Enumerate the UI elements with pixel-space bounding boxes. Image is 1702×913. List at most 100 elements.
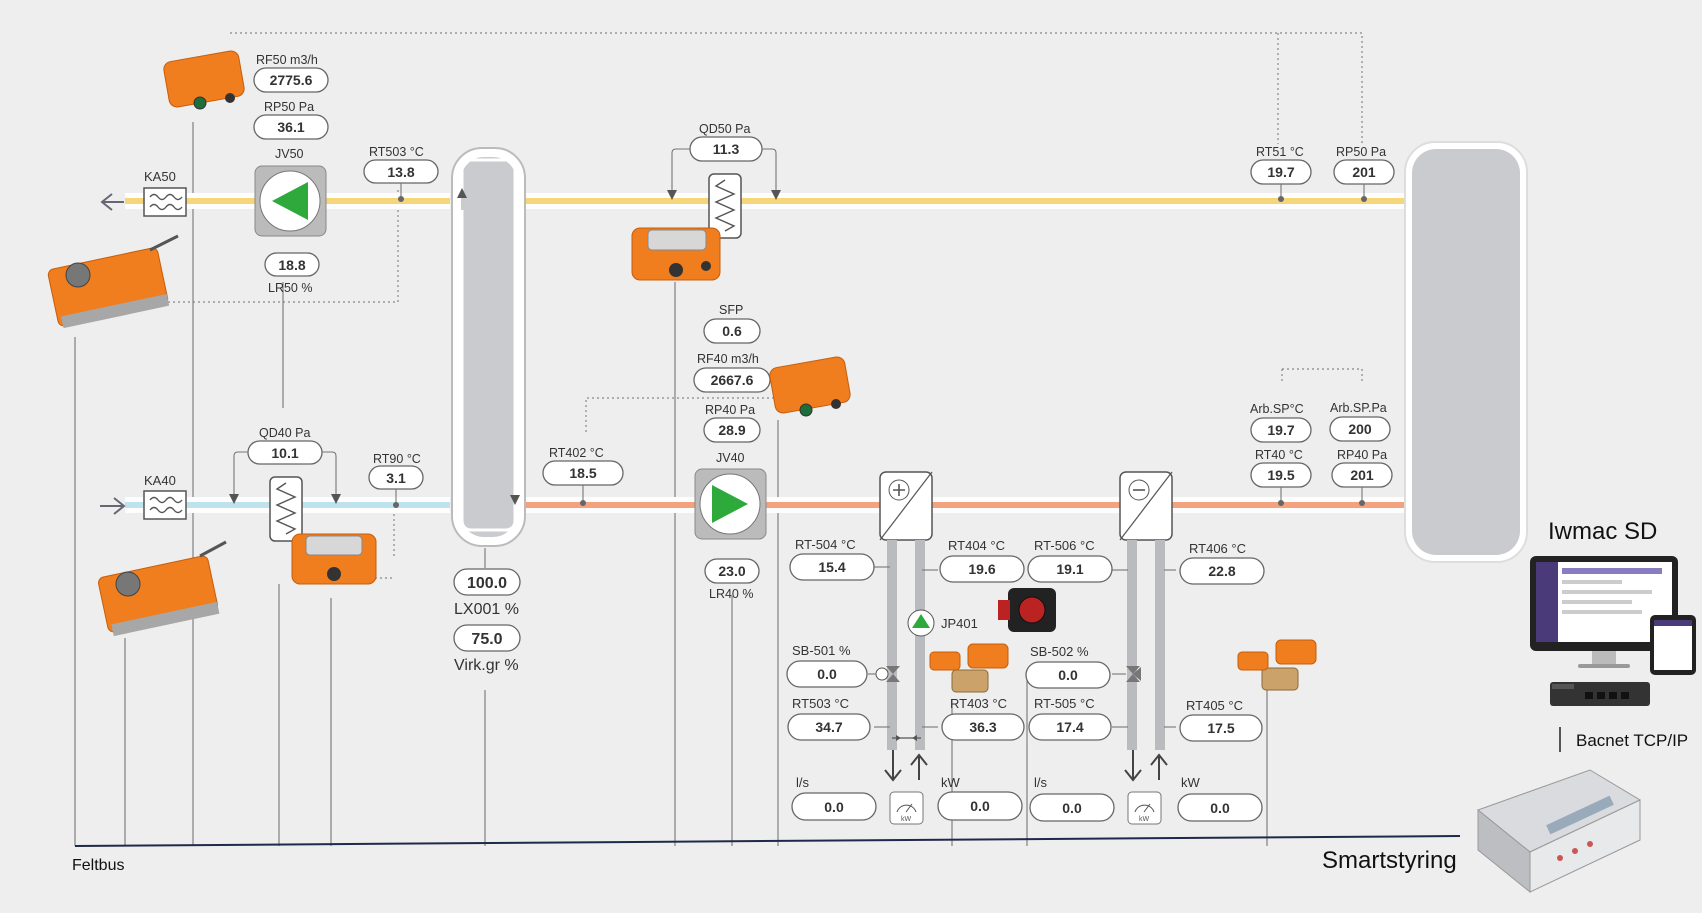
rt506-label: RT-506 °C [1034, 538, 1095, 553]
bacnet-label: Bacnet TCP/IP [1576, 731, 1688, 750]
svg-text:10.1: 10.1 [271, 445, 298, 461]
rt404-label: RT404 °C [948, 538, 1005, 553]
qd40-readout[interactable]: 10.1 [247, 440, 323, 465]
lx001-readout[interactable]: 100.0 [453, 568, 521, 596]
sfp-readout[interactable]: 0.6 [703, 318, 761, 344]
rt40-label: RT40 °C [1255, 448, 1303, 462]
arb-sp-c-readout[interactable]: 19.7 [1250, 417, 1312, 443]
fan-jv50-icon[interactable] [254, 165, 327, 237]
rf40-readout[interactable]: 2667.6 [693, 367, 771, 393]
damper-actuator-ka50-icon [47, 234, 179, 329]
svg-text:201: 201 [1352, 164, 1376, 180]
svg-text:18.8: 18.8 [278, 257, 305, 273]
svg-text:kW: kW [1139, 816, 1150, 823]
cooling-coil-icon[interactable] [1119, 471, 1173, 541]
svg-text:kW: kW [901, 816, 912, 823]
svg-text:2667.6: 2667.6 [711, 372, 754, 388]
rt40-readout[interactable]: 19.5 [1250, 462, 1312, 488]
rt90-readout[interactable]: 3.1 [368, 465, 424, 490]
rt403-readout[interactable]: 36.3 [941, 713, 1025, 741]
sb502-label: SB-502 % [1030, 644, 1089, 659]
feltbus-label: Feltbus [72, 857, 124, 874]
rt90-label: RT90 °C [373, 452, 421, 466]
signal-wires [74, 32, 1363, 846]
rt402-label: RT402 °C [549, 446, 604, 460]
rt406-label: RT406 °C [1189, 541, 1246, 556]
flow-2-readout[interactable]: 0.0 [1029, 793, 1115, 822]
rt504-readout[interactable]: 15.4 [789, 553, 875, 581]
svg-text:23.0: 23.0 [718, 563, 745, 579]
heat-recovery-wheel[interactable] [451, 147, 526, 547]
damper-ka50-icon[interactable] [143, 187, 187, 217]
arb-sp-c-label: Arb.SP°C [1250, 402, 1304, 416]
filter-qd50-icon[interactable] [708, 173, 742, 239]
flow-1-readout[interactable]: 0.0 [791, 792, 877, 821]
sb501-readout[interactable]: 0.0 [786, 660, 868, 688]
fieldbus-line [74, 835, 1461, 847]
svg-text:201: 201 [1350, 467, 1374, 483]
arb-sp-pa-readout[interactable]: 200 [1329, 416, 1391, 442]
power-1-readout[interactable]: 0.0 [937, 791, 1023, 821]
cooling-pipes [1124, 540, 1168, 782]
damper-ka40-icon[interactable] [143, 490, 187, 520]
svg-text:18.5: 18.5 [569, 465, 596, 481]
rp50-label: RP50 Pa [264, 100, 314, 114]
pressure-transmitter-qd40-icon [291, 533, 377, 585]
fan-jv40-icon[interactable] [694, 468, 767, 540]
valve-sb501-icon[interactable] [875, 666, 900, 682]
rt405-readout[interactable]: 17.5 [1179, 714, 1263, 742]
svg-text:0.0: 0.0 [1062, 800, 1082, 816]
lr40-readout[interactable]: 23.0 [704, 558, 760, 584]
rt405-label: RT405 °C [1186, 698, 1243, 713]
svg-text:0.0: 0.0 [817, 666, 837, 682]
sb501-label: SB-501 % [792, 643, 851, 658]
rt504-label: RT-504 °C [795, 537, 856, 552]
rt503-label: RT503 °C [369, 145, 424, 159]
valve-sb502-icon[interactable] [1126, 666, 1141, 682]
svg-text:11.3: 11.3 [713, 141, 740, 157]
svg-text:36.3: 36.3 [969, 719, 996, 735]
rt505-label: RT-505 °C [1034, 696, 1095, 711]
heating-coil-icon[interactable] [879, 471, 933, 541]
lr50-label: LR50 % [268, 281, 312, 295]
sb502-readout[interactable]: 0.0 [1025, 661, 1111, 689]
rt506-readout[interactable]: 19.1 [1027, 555, 1113, 583]
controller-plc-icon [1476, 769, 1642, 894]
rt406-readout[interactable]: 22.8 [1179, 557, 1265, 585]
rp40-label: RP40 Pa [705, 403, 755, 417]
rp40-right-label: RP40 Pa [1337, 448, 1387, 462]
jv50-label: JV50 [275, 147, 304, 161]
svg-text:36.1: 36.1 [277, 119, 304, 135]
rt503-circuit-label: RT503 °C [792, 696, 849, 711]
valve-actuator-sb501-icon [929, 643, 1009, 693]
filter-qd40-icon[interactable] [269, 476, 303, 542]
rt404-readout[interactable]: 19.6 [939, 555, 1025, 583]
pump-jp401-icon[interactable] [907, 609, 935, 637]
rf50-label: RF50 m3/h [256, 53, 318, 67]
svg-text:34.7: 34.7 [815, 719, 842, 735]
rt503-readout[interactable]: 13.8 [363, 159, 439, 184]
rp40-readout[interactable]: 28.9 [703, 417, 761, 443]
rf50-readout[interactable]: 2775.6 [253, 67, 329, 93]
power-2-readout[interactable]: 0.0 [1177, 793, 1263, 822]
rt402-readout[interactable]: 18.5 [542, 460, 624, 486]
svg-text:0.0: 0.0 [970, 798, 990, 814]
exhaust-arrow-icon [100, 193, 124, 211]
rt51-readout[interactable]: 19.7 [1250, 159, 1312, 185]
rp40-right-readout[interactable]: 201 [1331, 462, 1393, 488]
rt505-readout[interactable]: 17.4 [1028, 713, 1112, 741]
qd50-readout[interactable]: 11.3 [689, 136, 763, 162]
virk-readout[interactable]: 75.0 [453, 624, 521, 652]
rp50-right-readout[interactable]: 201 [1333, 159, 1395, 185]
virk-label: Virk.gr % [454, 657, 519, 674]
rp50-readout[interactable]: 36.1 [253, 114, 329, 140]
svg-text:100.0: 100.0 [467, 575, 507, 592]
svg-text:0.0: 0.0 [824, 799, 844, 815]
rt503-circuit-readout[interactable]: 34.7 [787, 713, 871, 741]
qd40-label: QD40 Pa [259, 426, 310, 440]
iwmac-label: Iwmac SD [1548, 518, 1657, 545]
sfp-label: SFP [719, 303, 743, 317]
lr50-readout[interactable]: 18.8 [264, 252, 320, 277]
rt403-label: RT403 °C [950, 696, 1007, 711]
